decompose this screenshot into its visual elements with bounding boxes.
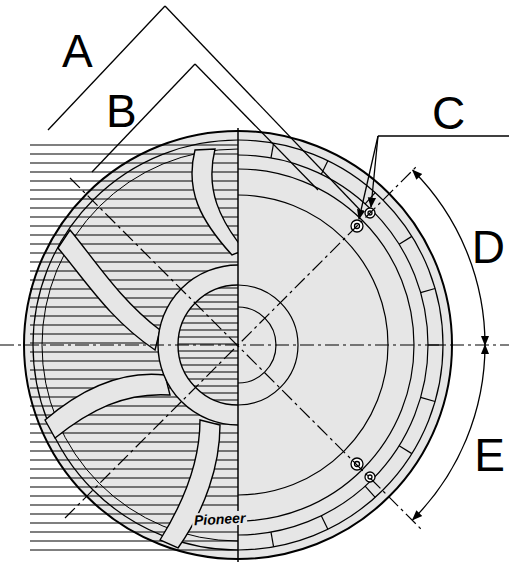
dimension-letter: D [472, 224, 505, 270]
dimension-letter: C [432, 90, 465, 136]
brand-logo: Pioneer [192, 511, 248, 528]
dimension-lines [48, 6, 509, 520]
dimension-letter: E [474, 432, 505, 478]
center-lines [0, 165, 509, 530]
dimension-letter: A [62, 28, 93, 74]
dimension-letter: B [106, 88, 137, 134]
